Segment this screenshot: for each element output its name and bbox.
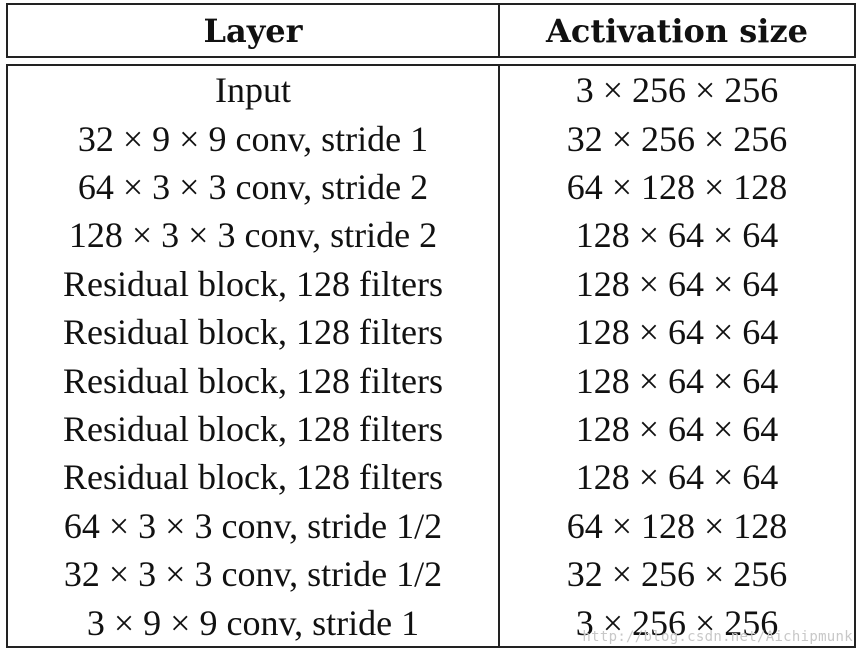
watermark: http://blog.csdn.net/Aichipmunk — [582, 629, 853, 645]
table-cell-activation: 128 × 64 × 64 — [575, 457, 779, 498]
table-cell-activation: 3 × 256 × 256 — [575, 602, 779, 643]
table-cell-activation: 32 × 256 × 256 — [566, 554, 788, 595]
column-divider — [498, 5, 500, 56]
column-divider — [498, 66, 500, 646]
header-layer: Layer — [203, 11, 303, 50]
table-cell-layer: 32 × 3 × 3 conv, stride 1/2 — [63, 554, 443, 595]
table-cell-activation: 64 × 128 × 128 — [566, 505, 788, 546]
table-cell-activation: 32 × 256 × 256 — [566, 118, 788, 159]
header-activation-size: Activation size — [546, 11, 808, 50]
table-cell-layer: Residual block, 128 filters — [63, 408, 443, 449]
table-header: Layer Activation size — [6, 3, 856, 58]
table-cell-activation: 128 × 64 × 64 — [575, 263, 779, 304]
table-cell-layer: 128 × 3 × 3 conv, stride 2 — [68, 215, 438, 256]
table-cell-layer: Residual block, 128 filters — [63, 263, 443, 304]
table-cell-activation: 128 × 64 × 64 — [575, 215, 779, 256]
table-cell-activation: 128 × 64 × 64 — [575, 408, 779, 449]
table-cell-layer: 32 × 9 × 9 conv, stride 1 — [77, 118, 429, 159]
table-cell-activation: 128 × 64 × 64 — [575, 312, 779, 353]
table-cell-activation: 3 × 256 × 256 — [575, 70, 779, 111]
table-cell-layer: Residual block, 128 filters — [63, 312, 443, 353]
table-cell-layer: 64 × 3 × 3 conv, stride 1/2 — [63, 505, 443, 546]
table-cell-layer: 3 × 9 × 9 conv, stride 1 — [86, 602, 420, 643]
table-cell-layer: 64 × 3 × 3 conv, stride 2 — [77, 166, 429, 207]
table-cell-activation: 128 × 64 × 64 — [575, 360, 779, 401]
table-cell-activation: 64 × 128 × 128 — [566, 166, 788, 207]
table-cell-layer: Residual block, 128 filters — [63, 360, 443, 401]
table-body: Input 3 × 256 × 256 32 × 9 × 9 conv, strid… — [6, 64, 856, 648]
table-cell-layer: Input — [215, 70, 291, 111]
table-cell-layer: Residual block, 128 filters — [63, 457, 443, 498]
